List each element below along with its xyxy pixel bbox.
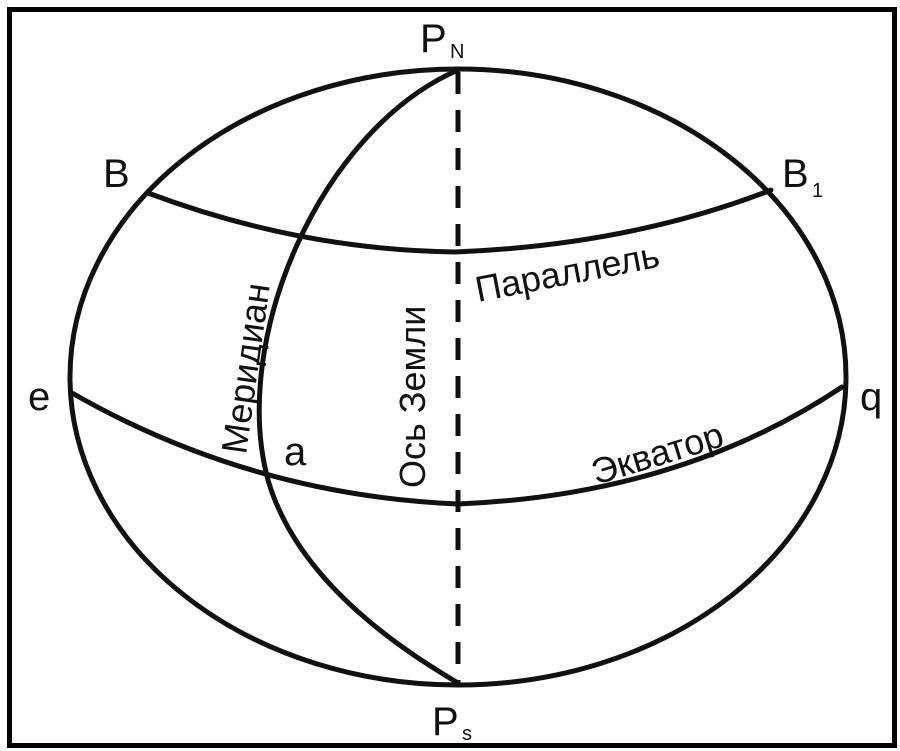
equator-left-label: e [28,375,50,419]
north-pole-subscript: N [450,41,464,63]
earth-axis-label: Ось Земли [392,306,433,488]
parallel-right-subscript: 1 [812,180,823,202]
parallel-right-label: B [782,152,809,196]
equator-line [72,387,842,504]
meridian-label: Меридиан [213,281,277,457]
north-pole-label: P [420,17,447,61]
parallel-left-label: B [103,152,130,196]
parallel-label: Параллель [472,234,663,310]
south-pole-label: P [432,700,459,744]
equator-label: Экватор [586,414,728,493]
south-pole-subscript: s [462,723,472,745]
equator-right-label: q [860,375,882,419]
meridian-point-label: a [284,430,307,474]
